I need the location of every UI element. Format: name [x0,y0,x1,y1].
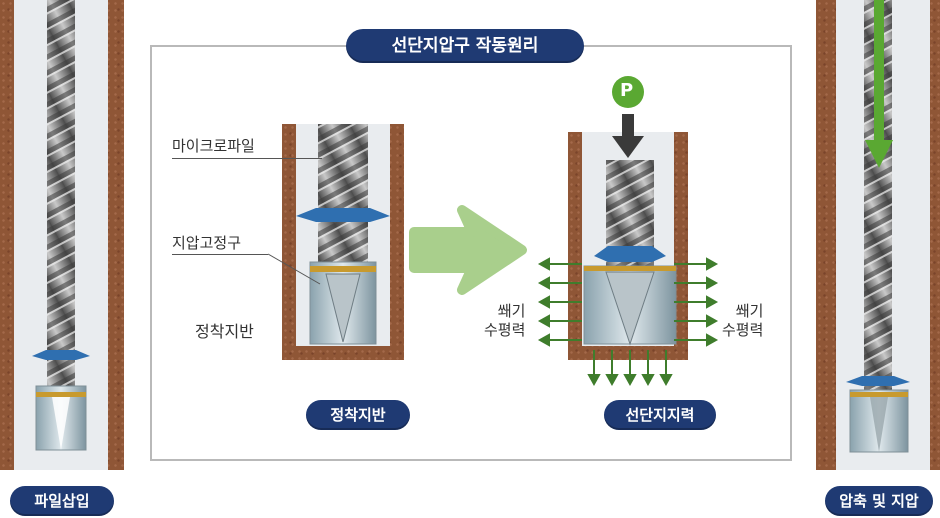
wedge-force-arrows-left [537,257,582,347]
right-load-arrow-head [865,140,893,168]
anchoring-ground-caption: 정착지반 [306,400,410,430]
wedge-force-arrows-right [674,257,719,347]
left-wedge-gap [52,397,70,450]
left-threaded-pile [47,0,75,400]
load-symbol [612,76,644,158]
left-pile-illustration [32,0,90,451]
anchor-threaded-pile [318,124,368,269]
left-panel-caption: 파일삽입 [10,486,114,516]
load-letter: P [620,80,634,101]
micropile-label: 마이크로파일 [172,137,255,155]
load-arrow-shaft [622,114,634,138]
anchoring-ground-label: 정착지반 [195,322,254,341]
tip-pile-illustration [583,160,677,346]
right-load-arrow-shaft [874,0,884,145]
diagram-title: 선단지압구 작동원리 [346,29,584,63]
anchor-bearing-plate [296,208,390,222]
load-arrow-head [612,136,644,158]
bearing-device-label: 지압고정구 [172,234,242,252]
right-panel-caption: 압축 및 지압 [825,486,933,516]
wedge-force-label-right: 쐐기 수평력 [722,302,764,339]
bearing-device-leader-diagonal [267,253,321,285]
tip-bearing-arrows [587,350,673,387]
left-band [36,392,86,397]
anchor-wedge [325,273,361,343]
transition-arrow [409,205,527,295]
right-pile-illustration [846,0,910,453]
anchor-pile-illustration [296,124,390,345]
tip-bearing-caption: 선단지지력 [604,400,716,430]
tip-bearing-plate [594,246,666,262]
right-bearing-plate [846,376,910,386]
load-circle [612,76,644,108]
left-bearing-plate [32,350,90,360]
tip-wedge [605,271,655,346]
micropile-leader [172,158,322,159]
wedge-force-label-left: 쐐기 수평력 [484,302,526,339]
bearing-device-leader [172,254,268,255]
